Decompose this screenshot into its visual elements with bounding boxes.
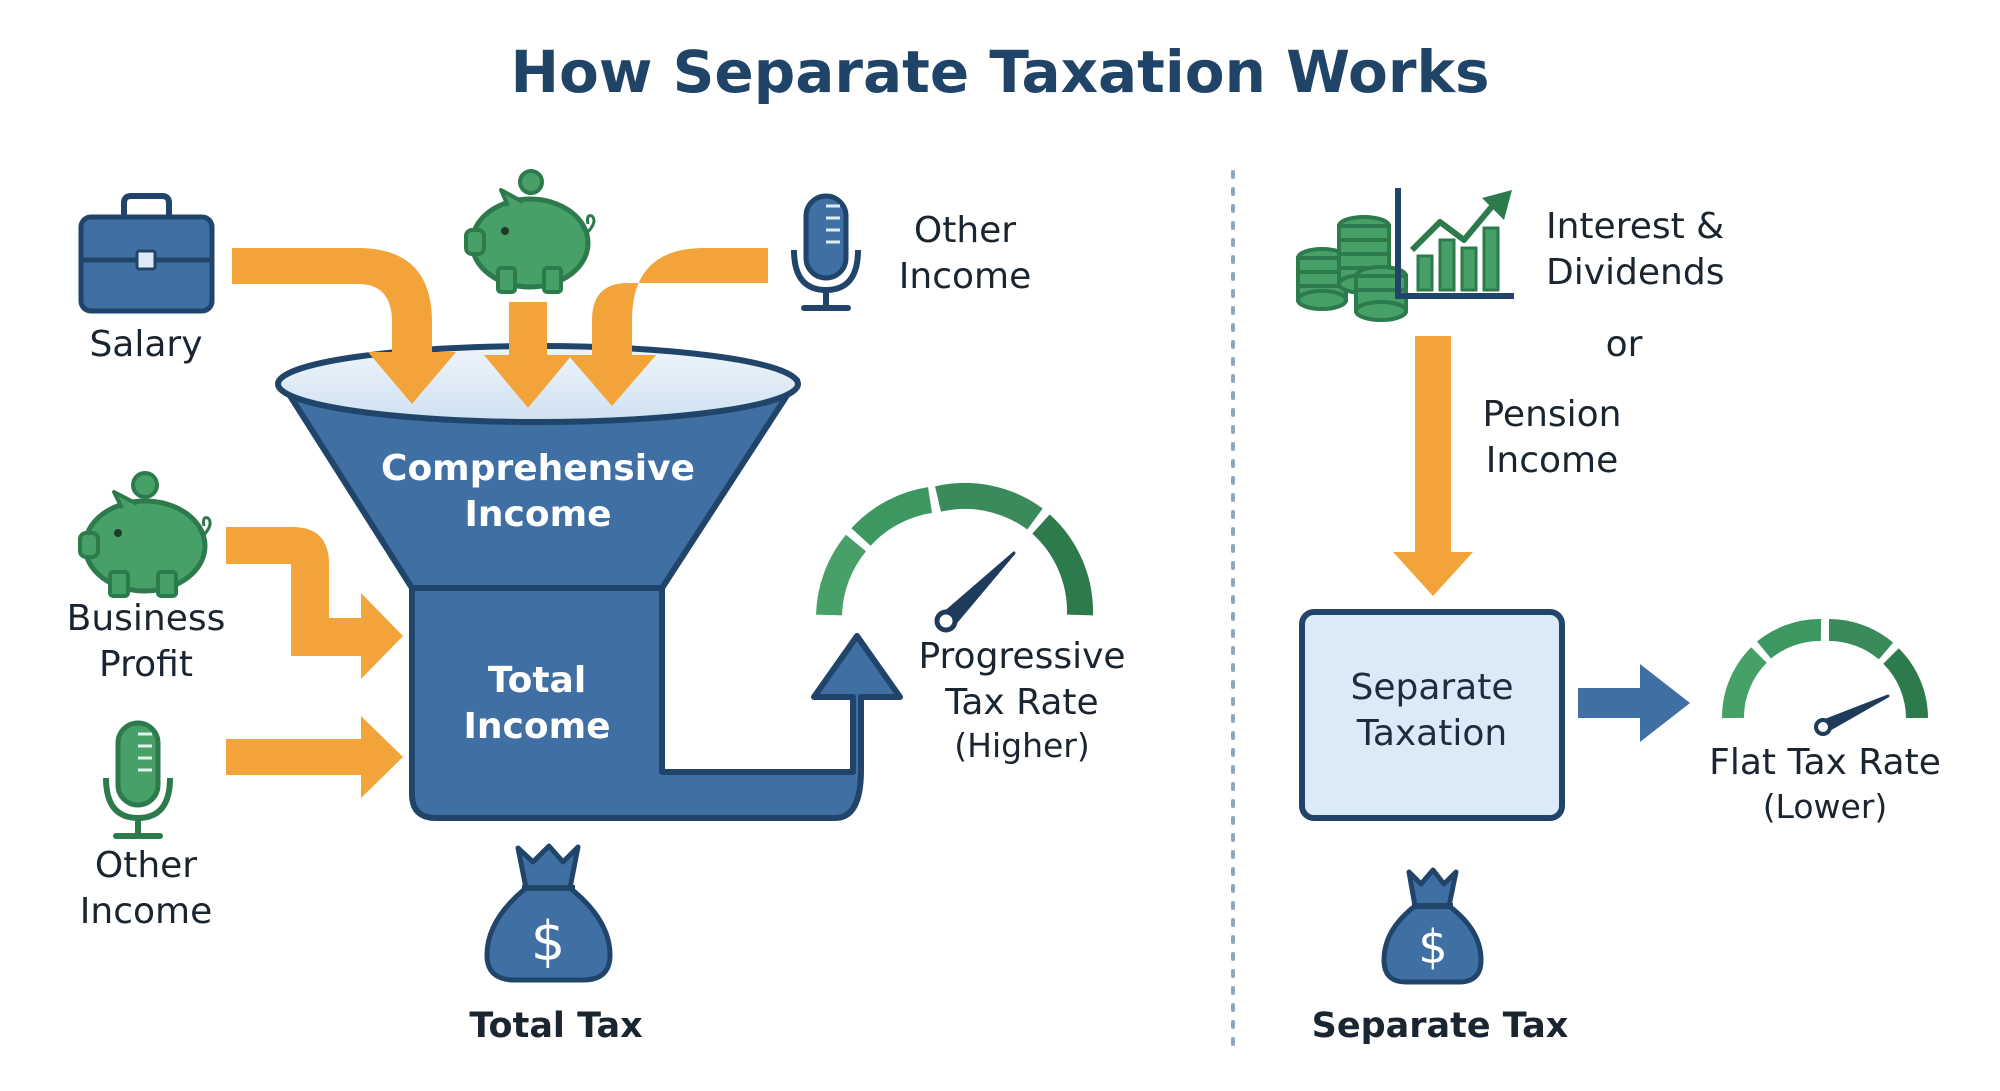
flat-tax-label: Flat Tax Rate (Lower) <box>1705 740 1945 828</box>
microphone-icon <box>791 193 861 311</box>
growth-chart-icon <box>1395 188 1514 299</box>
or-label: or <box>1605 324 1643 365</box>
piggy-bank-icon-2 <box>78 471 212 598</box>
interest-dividends-label: Interest & Dividends <box>1546 204 1766 295</box>
total-tax-label: Total Tax <box>469 1006 643 1046</box>
progressive-tax-line-2: Tax Rate <box>945 681 1099 723</box>
pension-arrow <box>1393 336 1473 596</box>
pension-income-line-1: Pension <box>1482 394 1622 435</box>
business-profit-line-2: Profit <box>99 643 193 685</box>
bottom-other-income-label: Other Income <box>70 843 222 934</box>
money-bag-icon-2 <box>1381 867 1484 985</box>
bottom-other-income-line-1: Other <box>94 845 198 886</box>
other-income-arrow <box>568 248 768 406</box>
interest-dividends-line-2: Dividends <box>1546 251 1725 293</box>
progressive-tax-label: Progressive Tax Rate (Higher) <box>902 634 1142 767</box>
funnel-stem <box>409 585 903 821</box>
comprehensive-income-line-2: Income <box>464 493 612 535</box>
total-income-label: Total Income <box>437 658 637 749</box>
salary-arrow <box>232 248 456 404</box>
total-income-line-2: Income <box>463 705 611 747</box>
separate-taxation-box <box>1299 609 1565 821</box>
money-bag-symbol: $ <box>530 910 566 973</box>
salary-label: Salary <box>89 324 203 365</box>
piggy-bank-icon <box>464 169 596 294</box>
top-other-income-line-2: Income <box>898 255 1032 297</box>
page-title: How Separate Taxation Works <box>510 38 1490 106</box>
microphone-icon-2 <box>103 720 173 839</box>
business-profit-line-1: Business <box>66 598 226 639</box>
flat-rate-arrow <box>1578 664 1690 742</box>
flat-tax-line-2: (Lower) <box>1762 786 1888 826</box>
total-income-line-1: Total <box>487 660 587 701</box>
progressive-tax-line-3: (Higher) <box>954 726 1090 766</box>
separate-taxation-line-2: Taxation <box>1356 712 1508 754</box>
business-profit-label: Business Profit <box>60 596 232 687</box>
top-other-income-label: Other Income <box>895 208 1035 299</box>
money-bag-icon <box>484 843 613 983</box>
other-income-2-arrow <box>226 716 403 798</box>
coin-stack-left <box>1296 247 1348 311</box>
top-other-income-line-1: Other <box>913 210 1017 251</box>
pension-income-line-2: Income <box>1485 439 1619 481</box>
separate-taxation-line-1: Separate <box>1350 667 1514 708</box>
progressive-gauge-icon <box>816 482 1094 633</box>
income-arrows <box>226 248 768 798</box>
pension-income-label: Pension Income <box>1462 392 1642 483</box>
flat-tax-line-1: Flat Tax Rate <box>1709 742 1941 783</box>
separate-tax-label: Separate Tax <box>1311 1006 1569 1046</box>
comprehensive-income-label: Comprehensive Income <box>378 446 698 537</box>
progressive-tax-line-1: Progressive <box>918 636 1126 677</box>
business-arrow <box>226 527 403 679</box>
bottom-other-income-line-2: Income <box>79 890 213 932</box>
piggy-arrow <box>484 302 572 408</box>
flat-gauge-icon <box>1721 619 1928 736</box>
briefcase-icon <box>78 193 215 314</box>
money-bag-symbol-2: $ <box>1418 920 1448 974</box>
coins-icon <box>1296 215 1408 322</box>
interest-dividends-line-1: Interest & <box>1546 206 1725 247</box>
comprehensive-income-line-1: Comprehensive <box>381 448 695 489</box>
separate-taxation-label: Separate Taxation <box>1322 665 1542 756</box>
